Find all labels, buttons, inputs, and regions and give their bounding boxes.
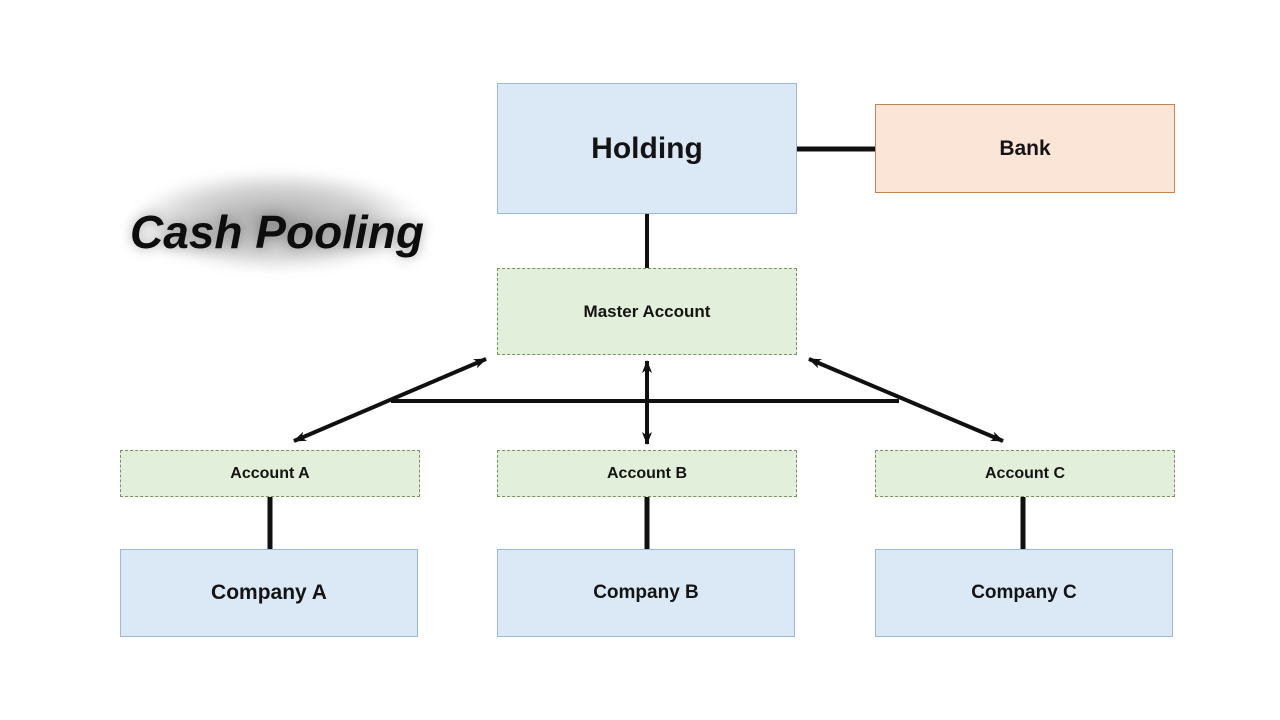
node-bank: Bank [875,104,1175,193]
node-account-a: Account A [120,450,420,497]
diagram-title: Cash Pooling [112,194,442,270]
node-company-b-label: Company B [593,582,699,603]
node-holding-label: Holding [591,131,703,165]
node-bank-label: Bank [999,136,1051,160]
node-company-c-label: Company C [971,582,1077,603]
node-account-c: Account C [875,450,1175,497]
node-company-a: Company A [120,549,418,637]
node-company-b: Company B [497,549,795,637]
node-holding: Holding [497,83,797,214]
node-account-b: Account B [497,450,797,497]
node-master-account-label: Master Account [583,301,711,321]
node-account-b-label: Account B [607,464,687,482]
node-account-c-label: Account C [985,464,1065,482]
arrow-master-account-a [293,357,487,443]
node-company-a-label: Company A [211,581,327,604]
node-company-c: Company C [875,549,1173,637]
arrow-master-account-c [808,357,1004,443]
diagram-title-text: Cash Pooling [130,206,424,258]
node-account-a-label: Account A [230,464,310,482]
node-master-account: Master Account [497,268,797,355]
